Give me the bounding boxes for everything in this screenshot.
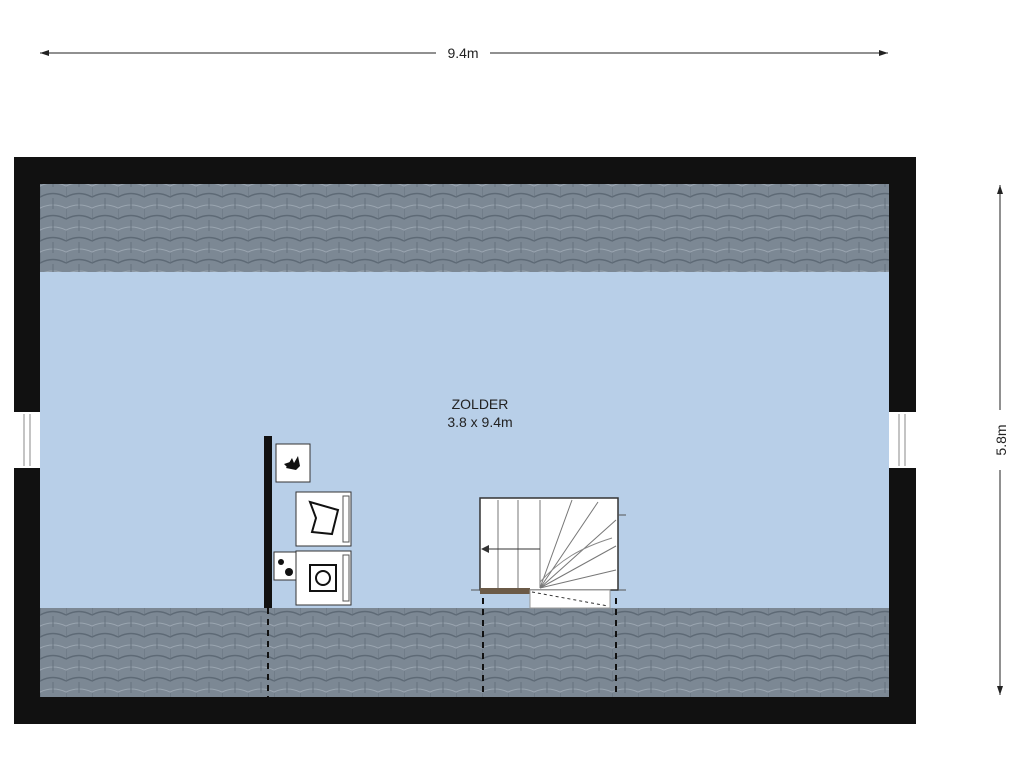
roof-slope-bottom — [40, 608, 889, 697]
flame-icon — [284, 456, 300, 470]
water-tap — [273, 551, 297, 581]
arrow-right-icon — [879, 50, 888, 56]
staircase — [471, 497, 626, 697]
window-left — [14, 412, 40, 468]
room-name: ZOLDER — [452, 396, 509, 412]
depth-label: 5.8m — [993, 424, 1009, 455]
depth-dimension: 5.8m — [993, 185, 1009, 695]
arrow-left-icon — [40, 50, 49, 56]
roof-slope-top — [40, 184, 889, 272]
partition-wall — [264, 436, 272, 608]
dryer — [295, 491, 352, 547]
tap-icon — [278, 559, 293, 576]
dryer-icon — [308, 500, 340, 536]
arrow-up-icon — [997, 185, 1003, 194]
arrow-down-icon — [997, 686, 1003, 695]
stair-railing — [480, 588, 530, 594]
width-dimension: 9.4m — [40, 45, 888, 61]
window-right — [889, 412, 916, 468]
width-label: 9.4m — [447, 45, 478, 61]
stair-direction-arrow-icon — [481, 545, 489, 553]
washing-machine-icon — [309, 564, 337, 592]
room-size: 3.8 x 9.4m — [447, 414, 512, 430]
washing-machine — [295, 550, 352, 606]
boiler — [275, 443, 311, 483]
